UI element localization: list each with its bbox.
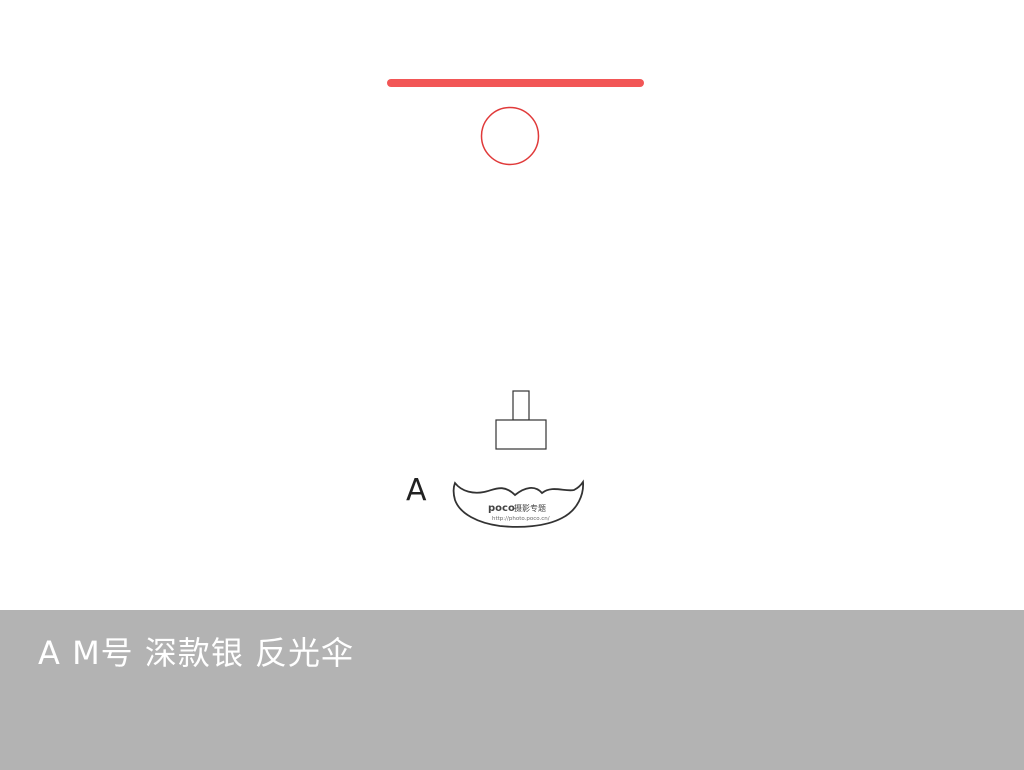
watermark-brand: poco — [488, 503, 515, 514]
caption-bar: A M号 深款银 反光伞 — [0, 610, 1024, 770]
watermark-title: 摄影专题 — [514, 503, 546, 513]
light-head-stem — [512, 390, 530, 421]
caption-text: A M号 深款银 反光伞 — [38, 634, 355, 672]
umbrella-shape — [452, 479, 584, 528]
lighting-diagram: poco 摄影专题 http://photo.poco.cn/ A — [387, 79, 644, 528]
watermark-url: http://photo.poco.cn/ — [492, 516, 550, 522]
subject-circle — [480, 106, 540, 166]
light-head-base — [495, 419, 547, 450]
label-a: A — [406, 473, 427, 508]
